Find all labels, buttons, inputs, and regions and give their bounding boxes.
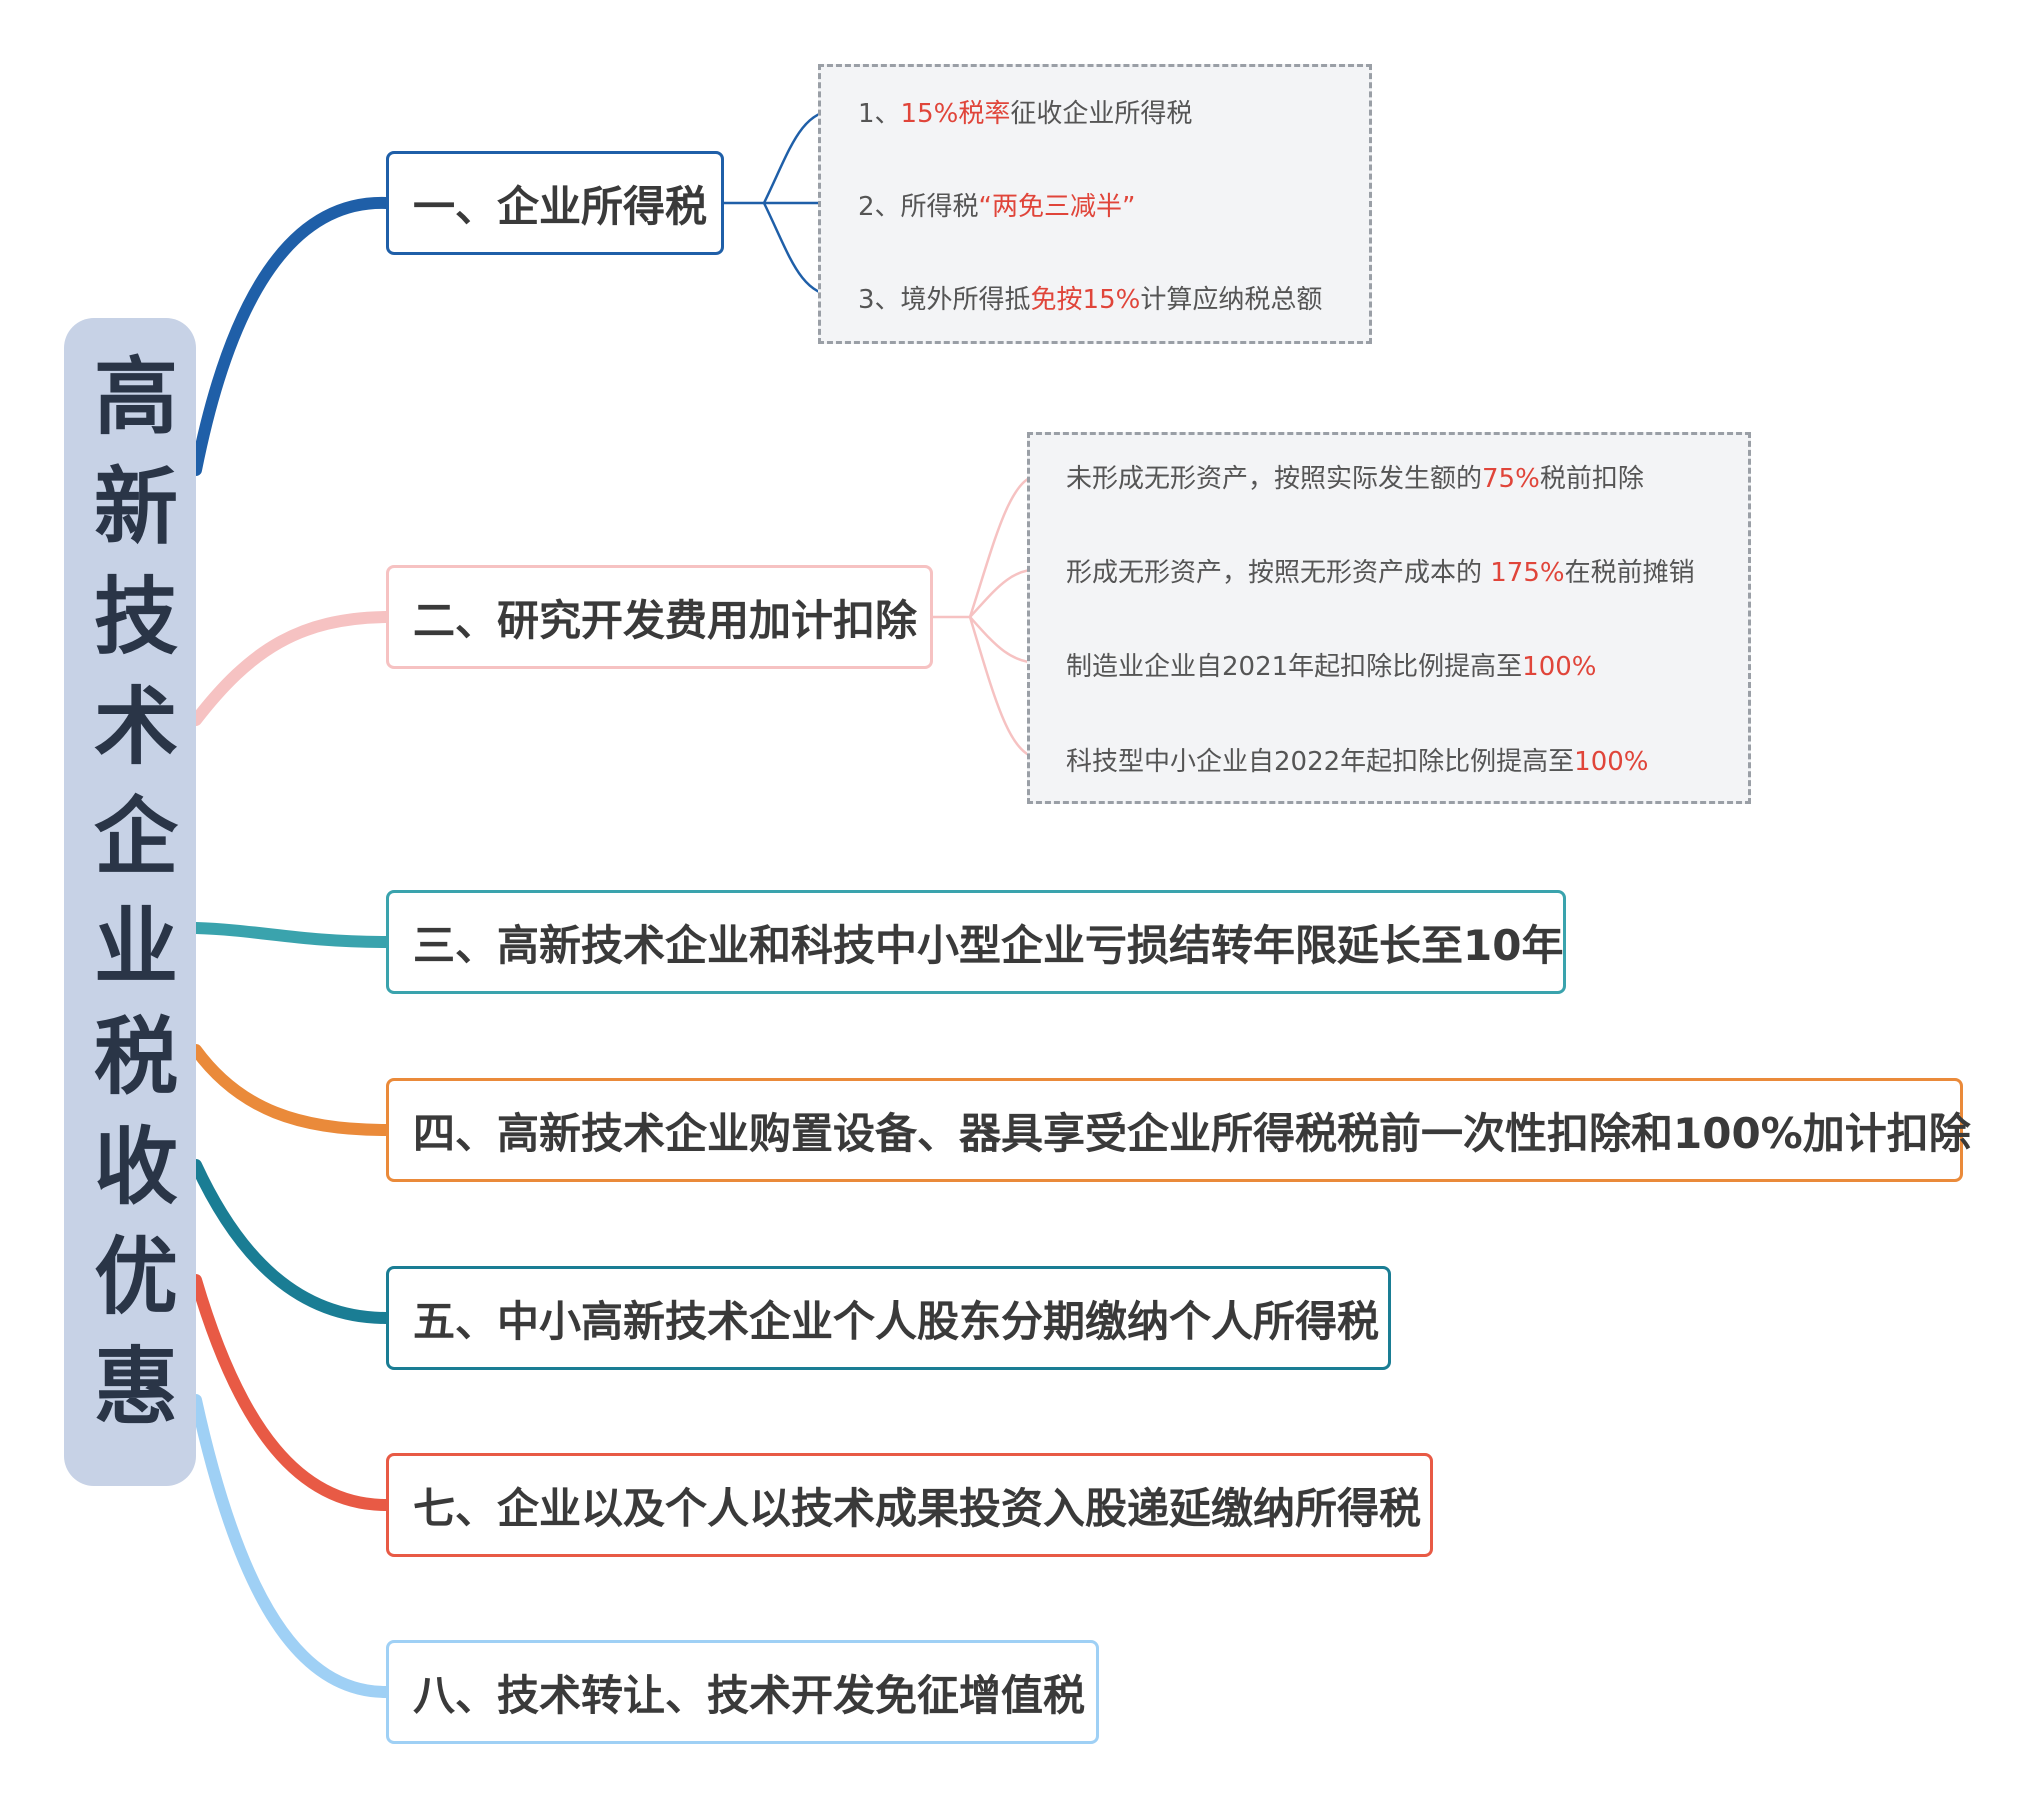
branch-b7-label: 七、企业以及个人以技术成果投资入股递延缴纳所得税 — [413, 1483, 1422, 1533]
detail-box-b1 — [818, 64, 1372, 344]
leaf-highlight: 100% — [1574, 747, 1649, 777]
leaf-highlight: 100% — [1522, 652, 1597, 682]
branch-b5-label: 五、中小高新技术企业个人股东分期缴纳个人所得税 — [413, 1296, 1380, 1346]
branch-b4-label: 四、高新技术企业购置设备、器具享受企业所得税税前一次性扣除和100%加计扣除 — [413, 1108, 1971, 1158]
connector-b2 — [190, 611, 392, 726]
leaf-text: 征收企业所得税 — [1010, 99, 1193, 129]
leaf-highlight: 15%税率 — [900, 99, 1011, 129]
leaf-b1-1[interactable]: 1、15%税率征收企业所得税 — [858, 93, 1192, 130]
leaf-b2-1[interactable]: 未形成无形资产，按照实际发生额的75%税前扣除 — [1066, 458, 1644, 495]
leaf-b2-2[interactable]: 形成无形资产，按照无形资产成本的 175%在税前摊销 — [1066, 552, 1695, 589]
leaf-b2-3[interactable]: 制造业企业自2021年起扣除比例提高至100% — [1066, 646, 1597, 683]
leaf-text: 3、境外所得抵 — [858, 285, 1031, 315]
branch-b1[interactable]: 一、企业所得税 — [386, 151, 724, 255]
connector-b4 — [190, 1044, 392, 1136]
branch-b3-label: 三、高新技术企业和科技中小型企业亏损结转年限延长至10年 — [413, 920, 1564, 970]
leaf-text: 计算应纳税总额 — [1140, 285, 1323, 315]
leaf-highlight: 75% — [1482, 464, 1540, 494]
leaf-text: 2、所得税 — [858, 192, 979, 222]
leaf-b1-2[interactable]: 2、所得税“两免三减半” — [858, 186, 1136, 223]
leaf-text: 在税前摊销 — [1564, 558, 1695, 588]
branch-b2[interactable]: 二、研究开发费用加计扣除 — [386, 565, 933, 669]
branch-b3[interactable]: 三、高新技术企业和科技中小型企业亏损结转年限延长至10年 — [386, 890, 1566, 994]
leaf-highlight: 免按15% — [1030, 285, 1141, 315]
leaf-highlight: “两免三减半” — [978, 192, 1136, 222]
connector-b3 — [190, 922, 392, 948]
leaf-b1-3[interactable]: 3、境外所得抵免按15%计算应纳税总额 — [858, 279, 1322, 316]
leaf-b2-4[interactable]: 科技型中小企业自2022年起扣除比例提高至100% — [1066, 741, 1649, 778]
connector-b8 — [190, 1394, 392, 1698]
root-title: 高新技术企业税收优惠 — [80, 352, 179, 1452]
leaf-text: 1、 — [858, 99, 901, 129]
leaf-text: 未形成无形资产，按照实际发生额的 — [1066, 464, 1483, 494]
leaf-text: 税前扣除 — [1539, 464, 1644, 494]
branch-b4[interactable]: 四、高新技术企业购置设备、器具享受企业所得税税前一次性扣除和100%加计扣除 — [386, 1078, 1971, 1182]
branch-b7[interactable]: 七、企业以及个人以技术成果投资入股递延缴纳所得税 — [386, 1453, 1433, 1557]
leaf-highlight: 175% — [1490, 558, 1565, 588]
connector-b1 — [190, 196, 392, 476]
connector-b5 — [190, 1159, 392, 1324]
branch-b1-label: 一、企业所得税 — [413, 181, 708, 231]
root-node[interactable]: 高新技术企业税收优惠 — [64, 318, 196, 1486]
branch-b8[interactable]: 八、技术转让、技术开发免征增值税 — [386, 1640, 1099, 1744]
leaf-text: 形成无形资产，按照无形资产成本的 — [1066, 558, 1491, 588]
branch-b8-label: 八、技术转让、技术开发免征增值税 — [413, 1670, 1086, 1720]
connector-b7 — [190, 1274, 392, 1511]
detail-box-b2 — [1027, 432, 1751, 804]
branch-b2-label: 二、研究开发费用加计扣除 — [413, 595, 918, 645]
leaf-text: 科技型中小企业自2022年起扣除比例提高至 — [1066, 747, 1575, 777]
leaf-text: 制造业企业自2021年起扣除比例提高至 — [1066, 652, 1523, 682]
branch-b5[interactable]: 五、中小高新技术企业个人股东分期缴纳个人所得税 — [386, 1266, 1391, 1370]
